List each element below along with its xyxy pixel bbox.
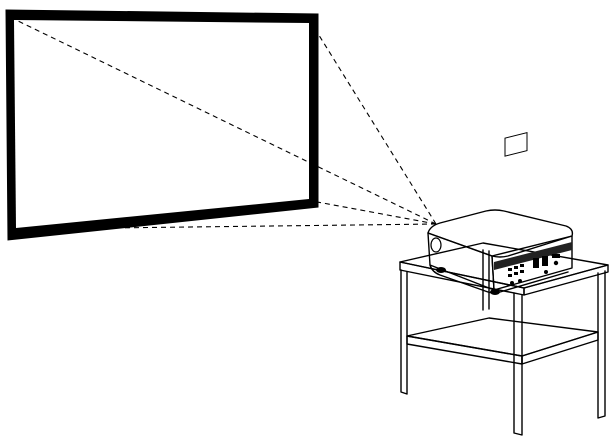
projector-top [427, 209, 574, 258]
table-shelf-edge-right [521, 331, 599, 365]
table-leg-left [400, 269, 408, 395]
projector-base [429, 264, 569, 294]
screen-surface [14, 20, 309, 228]
projector-stand [399, 242, 609, 436]
projector [427, 131, 574, 295]
projector-lens [430, 237, 442, 253]
table-shelf-edge [406, 335, 523, 365]
projector-connector-panel [504, 131, 560, 285]
table-top-edge-right [523, 264, 609, 296]
table-leg-back [482, 249, 490, 311]
projector-side-panel [494, 242, 572, 270]
projection-screen [5, 9, 319, 241]
beam-ray-bottom-right [311, 200, 437, 225]
projection-beam [15, 19, 437, 229]
beam-ray-bottom-left [107, 223, 437, 229]
beam-ray-top-right [311, 23, 437, 225]
projector-side [491, 235, 573, 291]
beam-ray-top-left [15, 19, 437, 225]
table-shelf [406, 317, 599, 357]
table-leg-right [597, 270, 606, 419]
